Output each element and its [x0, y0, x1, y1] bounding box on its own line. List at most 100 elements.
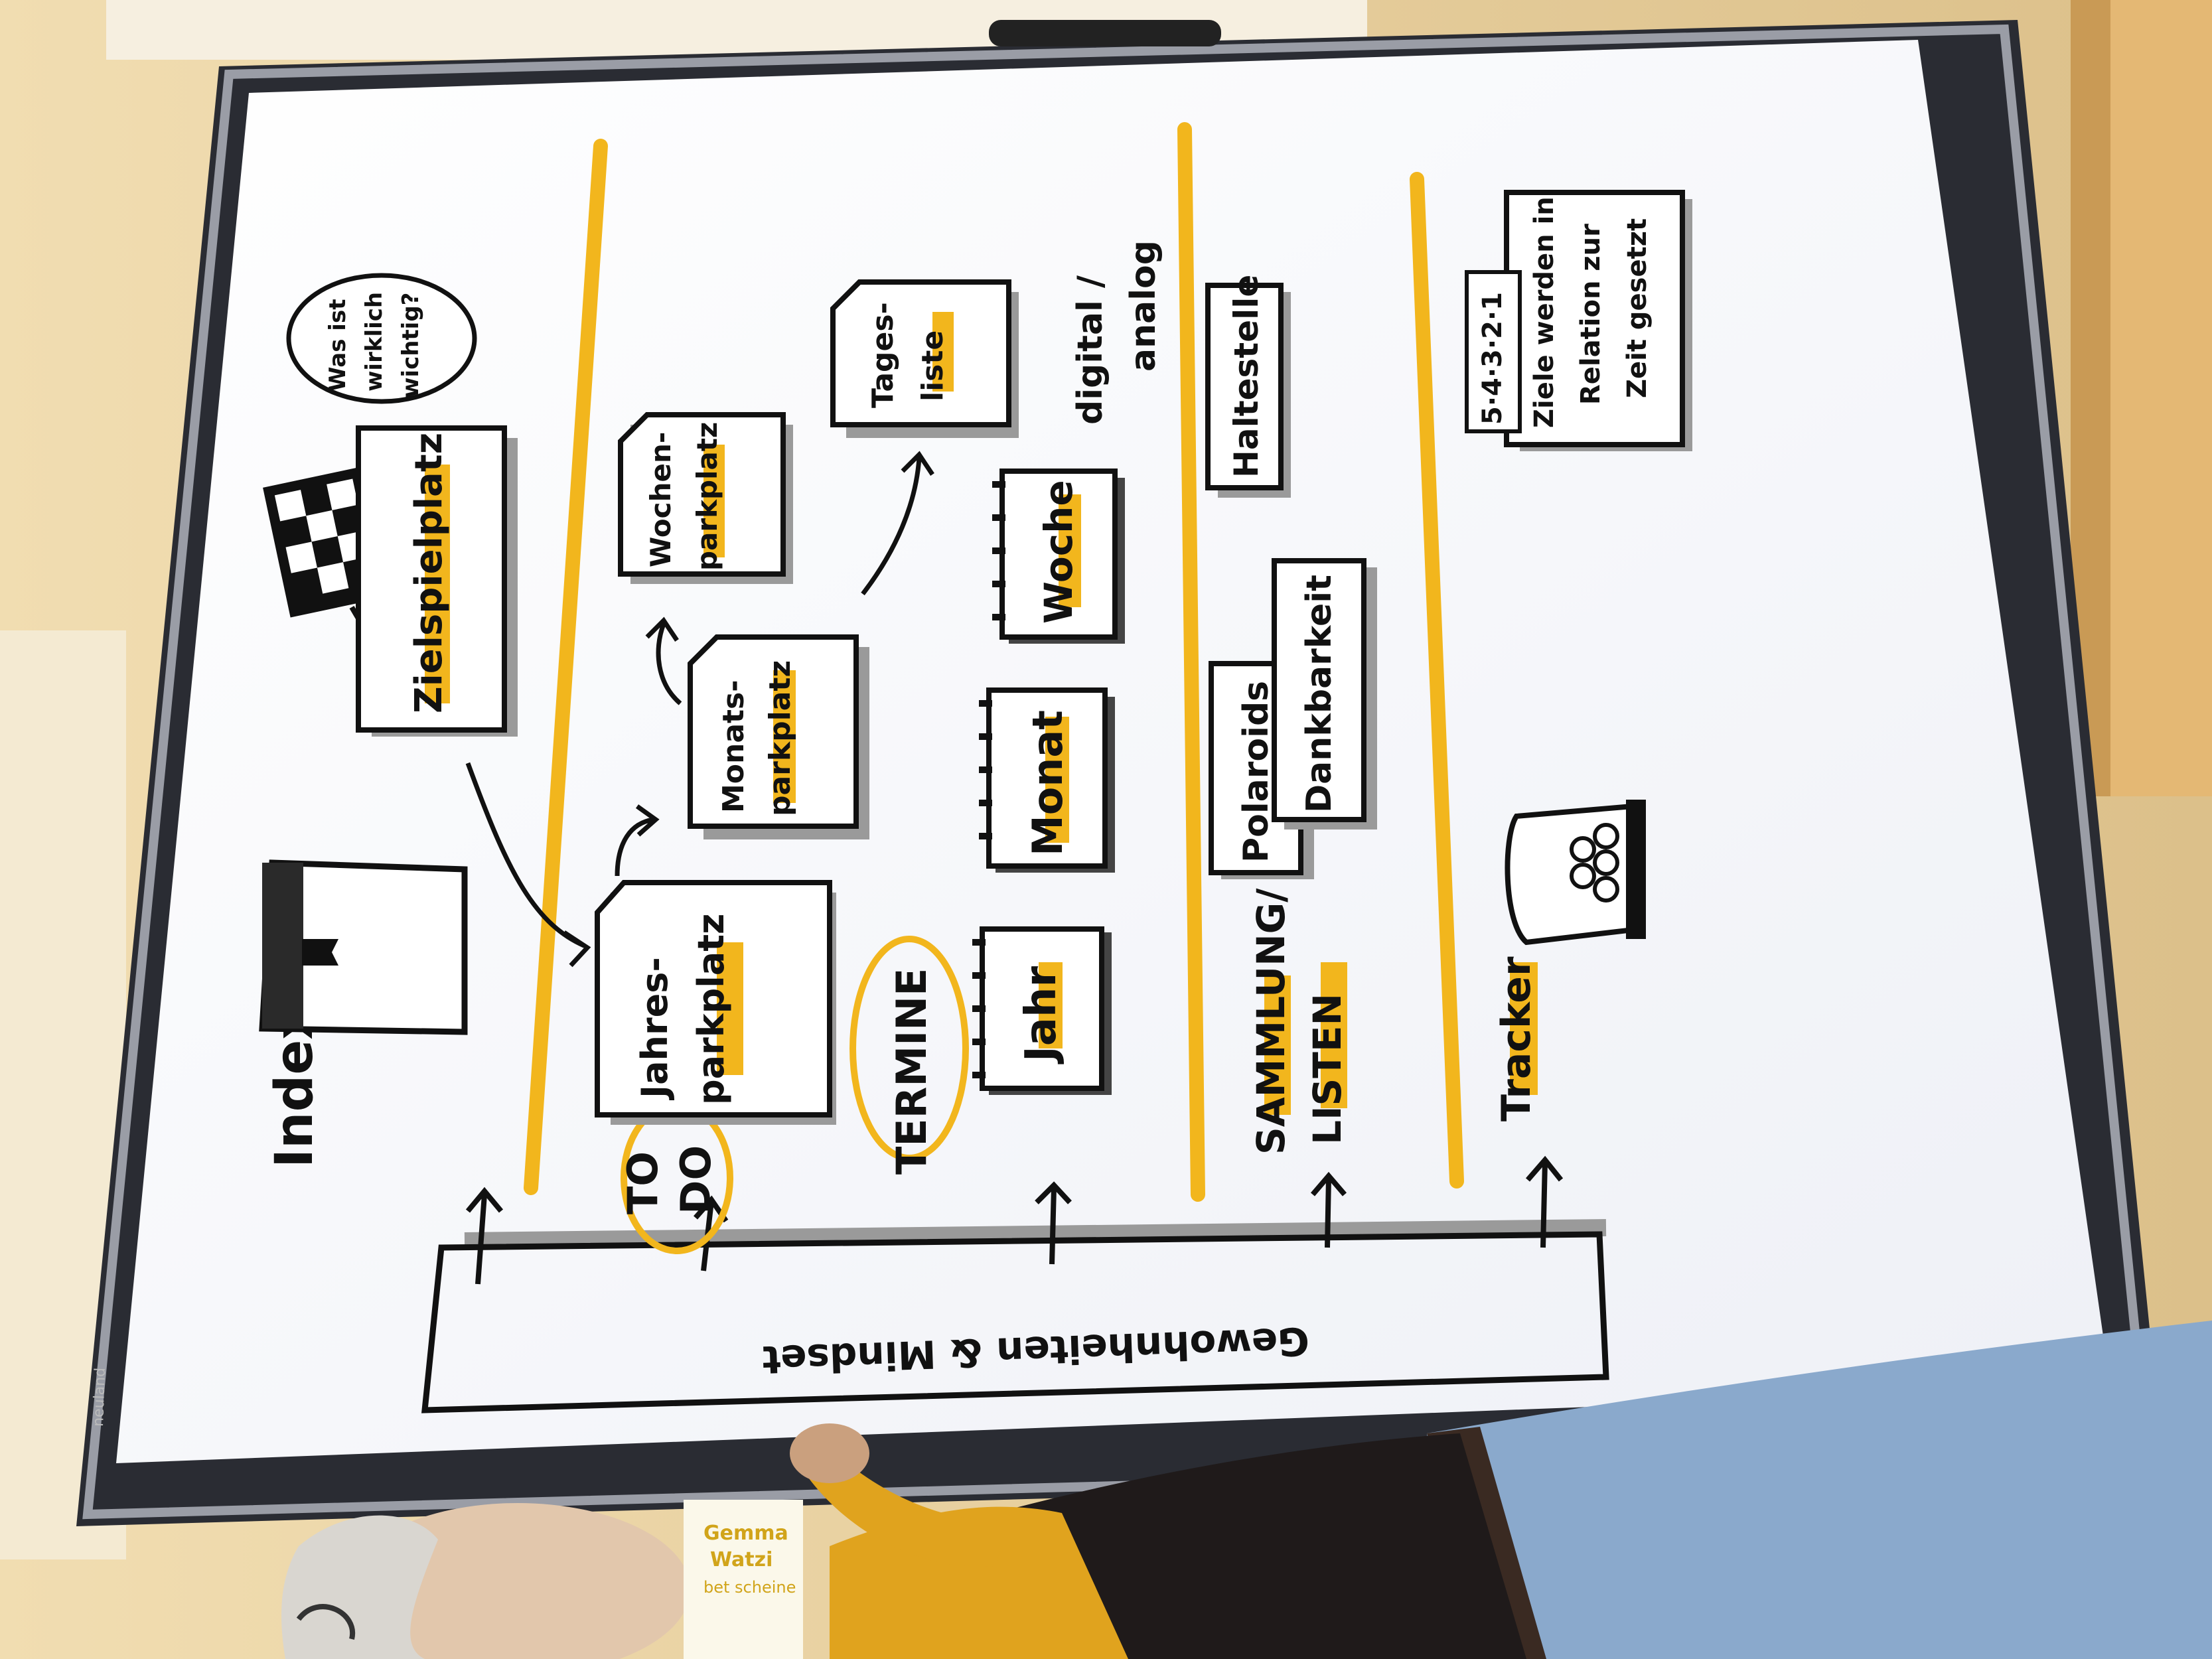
termine-circle	[849, 936, 969, 1161]
dankbarkeit-card: Dankbarkeit	[1272, 558, 1377, 830]
tagesliste-card: Tages- liste	[830, 279, 1019, 438]
arrow-zielspielplatz-to-jahres	[465, 762, 591, 968]
woche-calendar: Woche	[992, 469, 1125, 644]
question-cloud: Was ist wirklich wichtig?	[286, 273, 477, 404]
jahres-line1: Jahres-	[634, 957, 676, 1101]
digital-line1: digital /	[1070, 275, 1110, 425]
wochen-box	[618, 412, 786, 577]
jahr-highlight	[1039, 962, 1063, 1048]
digital-line2: analog	[1124, 240, 1163, 372]
flipchart-board: neuland	[76, 20, 2164, 1526]
tracker-label: Tracker	[1493, 956, 1540, 1121]
tages-box	[830, 279, 1011, 427]
cloud-line3: wichtig?	[398, 293, 424, 398]
jar-ball-4	[1570, 836, 1596, 863]
section-dividers	[524, 122, 1464, 1202]
person-glasses-icon	[296, 1604, 356, 1640]
monats-line1: Monats-	[717, 680, 751, 813]
arrow-to-tagesliste	[861, 451, 934, 596]
jahres-box	[595, 880, 832, 1118]
jahresparkplatz-card: Jahres- parkplatz	[595, 880, 836, 1125]
jahr-rings-icon	[972, 939, 986, 1078]
bookmark-icon	[302, 939, 338, 966]
ratio-label: 5·4·3·2·1	[1477, 292, 1508, 425]
tracker-section: Tracker 5·4·3·2·1 Ziele werden in Relati…	[1465, 190, 1692, 1121]
woche-label: Woche	[1036, 480, 1081, 624]
arrow-listen	[1310, 1171, 1347, 1248]
jahres-highlight	[717, 942, 743, 1075]
index-section: Index Was ist wirklich wichtig? Zielspie…	[259, 273, 591, 1168]
habits-frame-outline	[421, 1231, 1609, 1413]
monat-calendar: Monat	[979, 687, 1115, 873]
person-shirt	[995, 1433, 1526, 1659]
todo-line1: TO	[619, 1151, 667, 1214]
flag-checks	[274, 478, 370, 594]
monats-line2: parkplatz	[763, 660, 797, 816]
jar-lid	[1626, 800, 1646, 939]
haltestelle-card: Haltestelle	[1205, 275, 1291, 498]
divider-1	[524, 139, 608, 1195]
jahres-line2: parkplatz	[690, 914, 732, 1105]
termine-section: TERMINE Jahr Monat Woche digital / analo…	[849, 240, 1163, 1175]
ratio-note-line3: Zeit gesetzt	[1622, 218, 1653, 398]
ratio-tag	[1465, 270, 1522, 433]
index-book	[259, 859, 468, 1035]
todo-line2: DO	[672, 1145, 720, 1214]
poster-line2: Watzi	[710, 1548, 773, 1571]
brand-label: neuland	[90, 1367, 109, 1427]
listen-highlight	[1321, 962, 1347, 1108]
cloud-line2: wirklich	[361, 292, 388, 392]
poster-frame	[684, 1500, 803, 1659]
arrow-jahres-to-monats	[615, 804, 660, 877]
zielspielplatz-label: Zielspielplatz	[407, 433, 451, 713]
dankbarkeit-box	[1272, 558, 1366, 822]
haltestelle-box	[1205, 283, 1284, 490]
monatsparkplatz-card: Monats- parkplatz	[688, 634, 869, 839]
habit-arrows	[465, 1155, 1564, 1285]
person-hair	[281, 1515, 438, 1659]
wochen-line2: parkplatz	[691, 422, 723, 571]
person-jeans	[1427, 1321, 2212, 1659]
haltestelle-label: Haltestelle	[1227, 275, 1266, 478]
arrow-termine	[1035, 1181, 1072, 1265]
wochen-line1: Wochen-	[644, 432, 677, 567]
jahr-calendar: Jahr	[972, 926, 1112, 1095]
todo-section: TO DO Jahres- parkplatz Monats- parkplat…	[595, 279, 1019, 1254]
jar-ball-2	[1593, 849, 1619, 876]
listen-line2: LISTEN	[1305, 993, 1350, 1145]
zielspielplatz-highlight	[425, 465, 450, 703]
person	[281, 1321, 2212, 1659]
jar-ball-1	[1593, 823, 1619, 849]
listen-section: SAMMLUNG/ LISTEN Polaroids Dankbarkeit H…	[1205, 275, 1377, 1155]
woche-rings-icon	[992, 481, 1005, 620]
dankbarkeit-label: Dankbarkeit	[1299, 575, 1339, 813]
poster-line1: Gemma	[703, 1522, 788, 1545]
ratio-box	[1504, 190, 1685, 447]
zielspielplatz-card: Zielspielplatz	[356, 425, 518, 737]
arrow-index	[465, 1187, 504, 1285]
poster-line3: bet scheine	[703, 1578, 796, 1597]
ratio-note-line1: Ziele werden in	[1529, 196, 1560, 428]
arrow-monats-to-wochen	[645, 616, 682, 705]
listen-line1: SAMMLUNG/	[1248, 888, 1293, 1155]
person-hand	[790, 1423, 869, 1483]
monat-highlight	[1045, 717, 1069, 843]
cloud-line1: Was ist	[325, 299, 351, 392]
door	[2110, 0, 2212, 796]
tages-line1: Tages-	[866, 302, 900, 408]
habits-frame-shadow	[464, 1219, 1607, 1250]
divider-3	[1410, 172, 1464, 1189]
arrow-tracker	[1525, 1155, 1564, 1248]
pen-tray	[989, 20, 1221, 46]
jar-ball-3	[1593, 876, 1619, 902]
ratio-note-card: 5·4·3·2·1 Ziele werden in Relation zur Z…	[1465, 190, 1692, 451]
ratio-note-line2: Relation zur	[1576, 224, 1606, 405]
index-label: Index	[265, 1006, 325, 1168]
monats-highlight	[773, 670, 796, 803]
monat-rings-icon	[979, 700, 992, 839]
woche-highlight	[1059, 494, 1081, 607]
divider-2	[1177, 122, 1205, 1202]
tages-line2: liste	[916, 330, 950, 401]
termine-label: TERMINE	[887, 968, 936, 1175]
